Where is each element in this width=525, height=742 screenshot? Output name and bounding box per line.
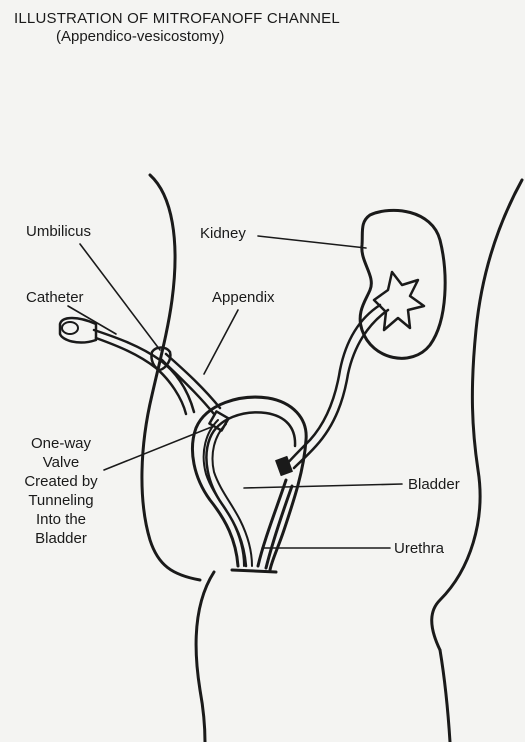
label-valve: One-way Valve Created by Tunneling Into … — [6, 434, 116, 548]
label-bladder: Bladder — [408, 475, 460, 494]
label-valve-line5: Into the — [6, 510, 116, 529]
body-back-outline — [432, 180, 522, 650]
label-urethra: Urethra — [394, 539, 444, 558]
leader-umbilicus — [80, 244, 160, 350]
leader-appendix — [204, 310, 238, 374]
ureter — [286, 305, 380, 465]
label-valve-line2: Valve — [6, 453, 116, 472]
urethra — [258, 480, 286, 566]
label-valve-line3: Created by — [6, 472, 116, 491]
leader-valve — [104, 426, 214, 470]
label-appendix: Appendix — [212, 288, 275, 307]
leg-outline — [196, 572, 214, 742]
label-kidney: Kidney — [200, 224, 246, 243]
leader-catheter — [68, 306, 116, 334]
renal-pelvis — [374, 272, 424, 330]
label-catheter: Catheter — [26, 288, 84, 307]
leg-outline-2 — [440, 650, 450, 742]
leader-kidney — [258, 236, 366, 248]
label-valve-line4: Tunneling — [6, 491, 116, 510]
leader-bladder — [244, 484, 402, 488]
label-umbilicus: Umbilicus — [26, 222, 91, 241]
label-valve-line6: Bladder — [6, 529, 116, 548]
label-valve-line1: One-way — [6, 434, 116, 453]
